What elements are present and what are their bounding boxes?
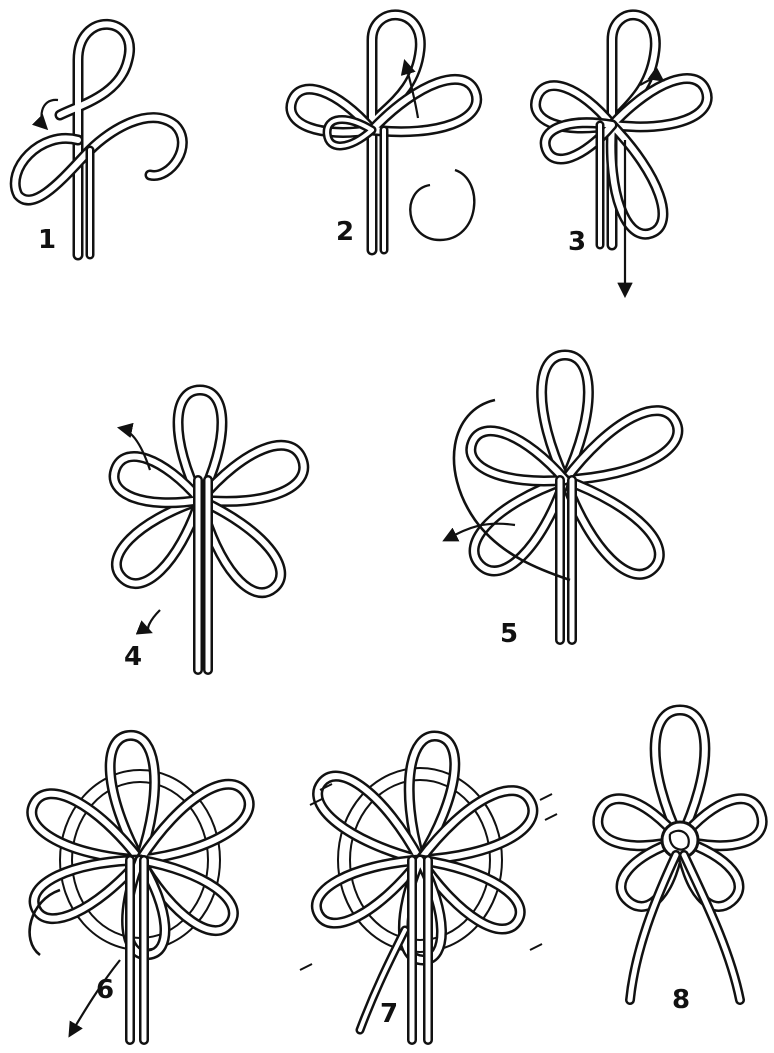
steps-layer <box>15 15 762 1040</box>
step-5-figure <box>445 355 678 640</box>
step-6-figure <box>30 735 250 1040</box>
step-8-figure <box>598 710 762 1000</box>
step-7-figure <box>300 736 557 1040</box>
step-label-6: 6 <box>96 975 114 1005</box>
step-label-7: 7 <box>380 999 398 1029</box>
step-label-3: 3 <box>568 227 586 257</box>
step-3-figure <box>536 15 708 295</box>
step-4-figure <box>114 390 304 670</box>
step-label-2: 2 <box>336 217 354 247</box>
step-2-figure <box>291 15 477 250</box>
step-label-4: 4 <box>124 642 142 672</box>
step-1-figure <box>15 24 182 255</box>
step-label-1: 1 <box>38 225 56 255</box>
step-label-5: 5 <box>500 619 518 649</box>
step-label-8: 8 <box>672 985 690 1015</box>
